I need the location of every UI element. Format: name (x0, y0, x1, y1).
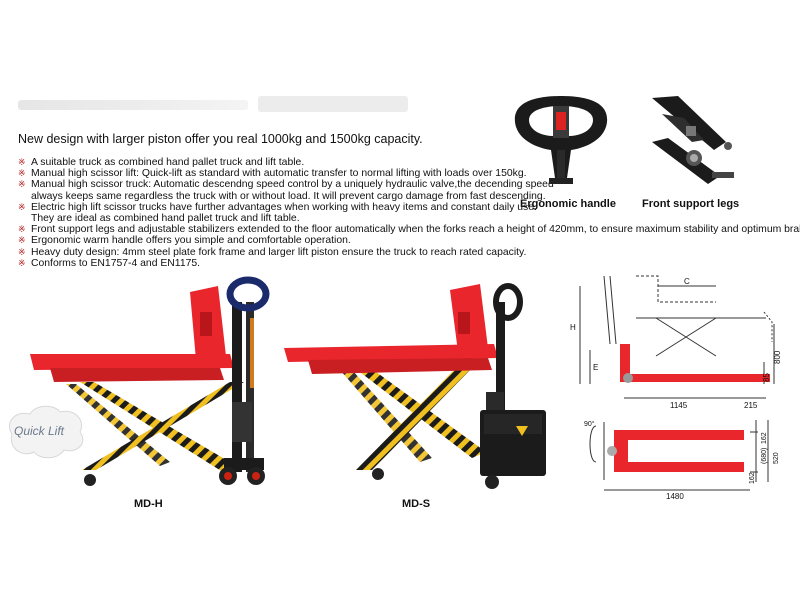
bullet-mark-icon: ※ (18, 224, 26, 235)
side-view-drawing: C H E 800 85 1145 215 (566, 266, 786, 416)
bullet-mark-icon: ※ (18, 157, 26, 167)
dim-215-label: 215 (744, 401, 758, 410)
dim-162-top-label: 162 (761, 432, 768, 444)
md-s-truck-image (282, 282, 552, 494)
angle-90-label: 90° (584, 420, 595, 428)
feature-item: ※Front support legs and adjustable stabi… (18, 224, 800, 236)
ergonomic-handle-caption: Ergonomic handle (520, 198, 616, 210)
dim-520-label: 520 (773, 452, 780, 464)
bullet-mark-icon: ※ (18, 246, 26, 257)
intro-text: New design with larger piston offer you … (18, 132, 423, 146)
feature-item: ※Manual high scissor lift: Quick-lift as… (18, 168, 527, 180)
dim-c-label: C (684, 277, 690, 286)
quick-lift-badge (2, 404, 88, 464)
ergonomic-handle-image (505, 92, 617, 192)
bullet-mark-icon: ※ (18, 168, 26, 179)
faded-title-graphic (18, 92, 488, 118)
md-h-truck-image (20, 272, 280, 494)
md-h-label: MD-H (134, 498, 163, 510)
feature-item: ※Conforms to EN1757-4 and EN1175. (18, 257, 201, 269)
quick-lift-badge-text: Quick Lift (14, 424, 65, 438)
dim-h-label: H (570, 323, 576, 332)
bullet-mark-icon: ※ (18, 235, 26, 246)
dim-680-label: (680) (761, 448, 768, 464)
dim-1480-label: 1480 (666, 492, 684, 501)
dim-800-label: 800 (773, 350, 782, 364)
top-view-drawing: 90° 162 (680) 162 520 1480 (566, 412, 792, 502)
bullet-mark-icon: ※ (18, 257, 26, 268)
front-support-legs-caption: Front support legs (642, 198, 740, 210)
bullet-mark-icon: ※ (18, 179, 26, 190)
feature-item: ※Manual high scissor truck: Automatic de… (18, 179, 554, 202)
feature-item: ※Ergonomic warm handle offers you simple… (18, 235, 351, 247)
front-support-legs-image (648, 92, 748, 192)
bullet-mark-icon: ※ (18, 201, 26, 212)
feature-item: ※A suitable truck as combined hand palle… (18, 157, 305, 168)
dim-85-label: 85 (762, 373, 771, 382)
dim-162-bottom-label: 162 (749, 472, 756, 484)
dim-e-label: E (593, 363, 598, 372)
feature-list: ※A suitable truck as combined hand palle… (18, 157, 800, 269)
feature-item: ※Heavy duty design: 4mm steel plate fork… (18, 246, 527, 258)
dim-1145-label: 1145 (670, 401, 688, 410)
md-s-label: MD-S (402, 498, 431, 510)
feature-item: ※Electric high lift scissor trucks have … (18, 201, 537, 225)
